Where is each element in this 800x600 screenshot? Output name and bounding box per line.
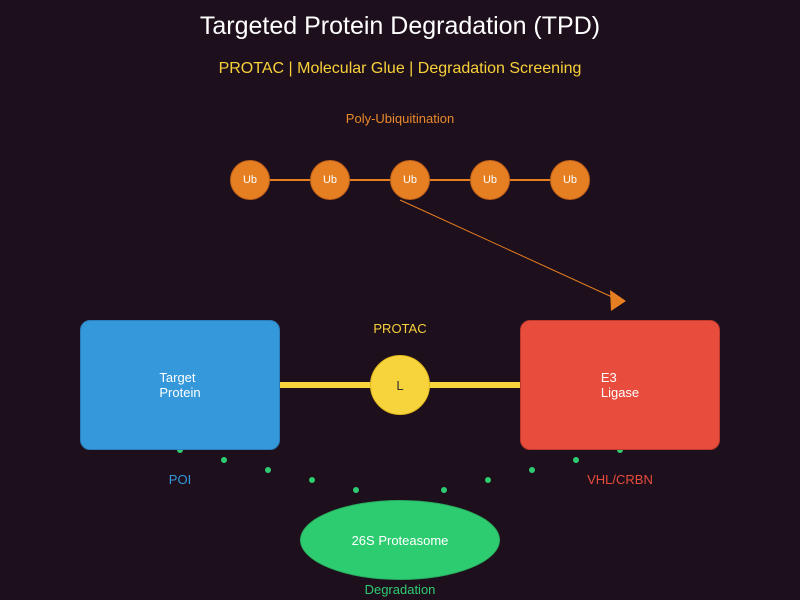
path-dot [485,477,491,483]
target-protein-box: Target Protein [80,320,280,450]
poi-label: POI [168,472,192,487]
ub-transfer-arrowhead [610,290,626,311]
path-dot [265,467,271,473]
degradation-label: Degradation [364,582,436,597]
ubiquitin-node: Ub [470,160,510,200]
e3-ligase-line: Ligase [600,385,640,400]
path-dot [309,477,315,483]
target-protein-text: Target Protein [159,370,200,400]
e3-ligase-line: E3 [600,370,617,385]
target-protein-line: Protein [159,385,201,400]
ubiquitin-node: Ub [390,160,430,200]
page-title: Targeted Protein Degradation (TPD) [199,12,601,40]
e3-ligase-label: VHL/CRBN [587,472,653,487]
ubiquitin-node: Ub [550,160,590,200]
e3-ligase-box: E3 Ligase [520,320,720,450]
ubiquitin-node: Ub [230,160,270,200]
ubiquitin-node: Ub [310,160,350,200]
path-dot [573,457,579,463]
ub-transfer-arrow-line [399,199,613,298]
degradation-path-dots [177,447,623,493]
linker-node: L [370,355,430,415]
path-dot [221,457,227,463]
protac-label: PROTAC [373,321,427,336]
path-dot [529,467,535,473]
e3-ligase-text: E3 Ligase [601,370,639,400]
proteasome-node: 26S Proteasome [300,500,500,580]
page-subtitle: PROTAC | Molecular Glue | Degradation Sc… [218,60,582,77]
path-dot [353,487,359,493]
path-dot [441,487,447,493]
target-protein-line: Target [159,370,196,385]
ubiquitination-caption: Poly-Ubiquitination [345,111,455,126]
